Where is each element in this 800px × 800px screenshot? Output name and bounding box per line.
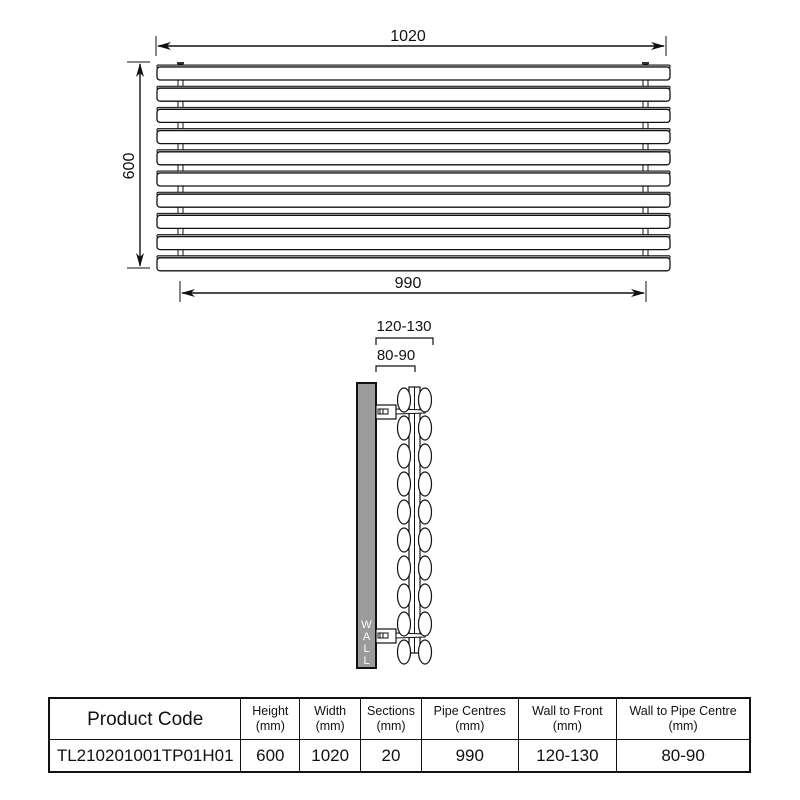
wall-to-front-label: 120-130	[376, 318, 431, 335]
wall	[356, 382, 377, 669]
front-view: 1020 600	[121, 28, 671, 302]
cell-wall-to-pipe-centre: 80-90	[616, 739, 751, 773]
table-row: TL210201001TP01H01 600 1020 20 990 120-1…	[48, 739, 751, 773]
bottom-bracket	[375, 628, 426, 644]
wall-to-front-dimension: 120-130	[375, 318, 434, 345]
pipe-centres-dimension: 990	[179, 275, 647, 302]
header-pipe-centres: Pipe Centres(mm)	[420, 697, 519, 740]
cell-wall-to-front: 120-130	[517, 739, 618, 773]
pipe-centres-label: 990	[395, 275, 422, 292]
cell-width: 1020	[299, 739, 362, 773]
wall-label-l1: L	[363, 643, 369, 655]
technical-drawing: 1020 600	[121, 28, 671, 669]
cell-height: 600	[240, 739, 301, 773]
bar-sections	[396, 387, 433, 665]
height-label: 600	[121, 153, 138, 180]
wall-label-l2: L	[363, 655, 369, 667]
wall-label-w: W	[361, 619, 372, 631]
table-header-row: Product Code Height(mm) Width(mm) Sectio…	[48, 697, 751, 740]
header-sections: Sections(mm)	[360, 697, 422, 740]
cell-pipe-centres: 990	[420, 739, 519, 773]
overall-width-dimension: 1020	[155, 28, 667, 56]
cell-sections: 20	[360, 739, 422, 773]
cell-product-code: TL210201001TP01H01	[48, 739, 242, 773]
spec-table: Product Code Height(mm) Width(mm) Sectio…	[48, 697, 751, 773]
wall-to-pipe-label: 80-90	[377, 347, 415, 364]
header-wall-to-pipe-centre: Wall to Pipe Centre(mm)	[616, 697, 751, 740]
header-width: Width(mm)	[299, 697, 362, 740]
wall-to-pipe-dimension: 80-90	[375, 347, 416, 372]
overall-width-label: 1020	[390, 28, 426, 45]
wall-label-a: A	[363, 631, 371, 643]
header-product-code: Product Code	[48, 697, 242, 740]
height-dimension: 600	[121, 61, 150, 269]
radiator-bars	[156, 64, 671, 272]
header-height: Height(mm)	[240, 697, 301, 740]
header-wall-to-front: Wall to Front(mm)	[517, 697, 618, 740]
side-view: 120-130 80-90 W A L L	[356, 318, 434, 669]
